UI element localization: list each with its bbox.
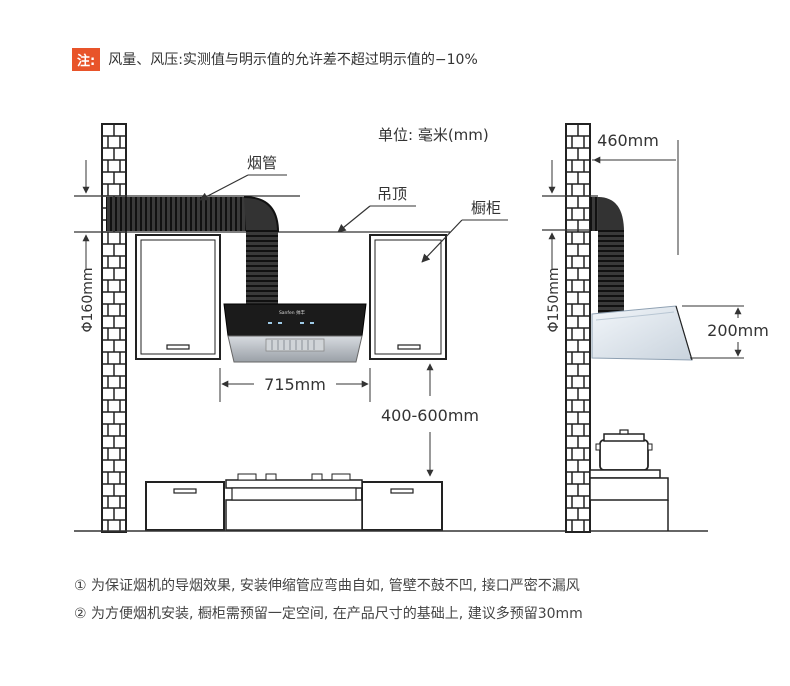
duct-callout: 烟管 bbox=[199, 154, 287, 201]
duct-diameter-right-label: Φ150mm bbox=[546, 267, 562, 332]
range-hood-side bbox=[591, 305, 693, 361]
duct-diameter-left-label: Φ160mm bbox=[80, 267, 96, 332]
left-wall-cabinet bbox=[135, 234, 221, 360]
gas-stove bbox=[225, 473, 363, 501]
hood-thickness-dimension: 200mm bbox=[682, 305, 769, 359]
ceiling-label: 吊顶 bbox=[377, 185, 407, 203]
wall-offset-label: 460mm bbox=[597, 131, 659, 150]
right-scene: Φ150mm 460mm 200mm bbox=[542, 123, 769, 533]
ceiling-callout: 吊顶 bbox=[337, 185, 416, 233]
hood-width-dimension: 715mm bbox=[219, 368, 371, 402]
hood-brand: Sanfen 帅丰 bbox=[279, 309, 306, 316]
duct-horizontal bbox=[106, 197, 246, 231]
unit-label: 单位: 毫米(mm) bbox=[378, 126, 489, 144]
hood-thickness-label: 200mm bbox=[707, 321, 769, 340]
duct-right-bend bbox=[598, 197, 624, 232]
footnote-1: ① 为保证烟机的导烟效果, 安装伸缩管应弯曲自如, 管壁不鼓不凹, 接口严密不漏… bbox=[74, 578, 580, 594]
duct-bend bbox=[244, 197, 278, 232]
note-tag: 注: bbox=[72, 47, 101, 71]
duct-label: 烟管 bbox=[247, 154, 277, 172]
cabinet-callout: 橱柜 bbox=[421, 199, 508, 263]
duct-vertical bbox=[246, 230, 278, 304]
hood-width-label: 715mm bbox=[264, 375, 326, 394]
hood-height-label: 400-600mm bbox=[381, 406, 479, 425]
cabinet-label: 橱柜 bbox=[471, 199, 501, 217]
right-wall-cabinet bbox=[369, 234, 447, 360]
hood-height-dimension: 400-600mm bbox=[381, 363, 479, 477]
footnote-2: ② 为方便烟机安装, 橱柜需预留一定空间, 在产品尺寸的基础上, 建议多预留30… bbox=[74, 606, 583, 622]
duct-right-horizontal bbox=[590, 197, 600, 231]
footnotes: ① 为保证烟机的导烟效果, 安装伸缩管应弯曲自如, 管壁不鼓不凹, 接口严密不漏… bbox=[74, 572, 583, 628]
duct-diameter-dimension-left: Φ160mm bbox=[80, 160, 96, 333]
wall-offset-dimension: 460mm bbox=[592, 131, 679, 255]
installation-note: 注: 风量、风压:实测值与明示值的允许差不超过明示值的−10% bbox=[72, 47, 478, 71]
pot-on-stove bbox=[589, 429, 669, 531]
base-cabinets bbox=[145, 481, 443, 531]
right-brick-wall bbox=[565, 123, 591, 533]
duct-right-vertical bbox=[598, 230, 624, 314]
range-hood: Sanfen 帅丰 bbox=[223, 303, 367, 363]
left-scene: Sanfen 帅丰 Φ160mm bbox=[74, 123, 708, 533]
duct-diameter-dimension-right: Φ150mm bbox=[546, 160, 562, 333]
note-text: 风量、风压:实测值与明示值的允许差不超过明示值的−10% bbox=[108, 52, 478, 68]
left-brick-wall bbox=[101, 123, 127, 533]
